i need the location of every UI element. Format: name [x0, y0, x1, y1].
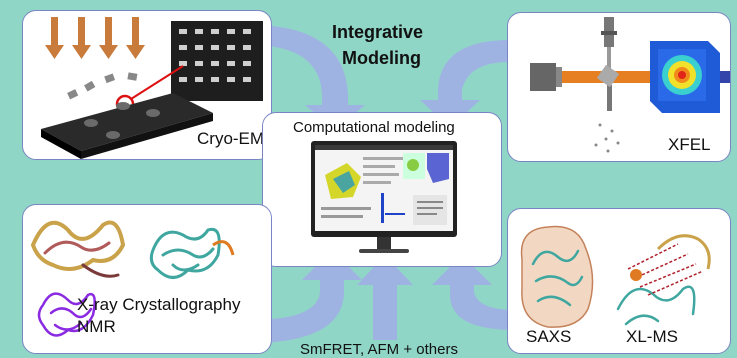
- nmr-label: NMR: [77, 317, 116, 336]
- title-line-2: Modeling: [342, 48, 421, 68]
- xray-crystallography-label: X-ray Crystallography: [77, 295, 241, 314]
- cryo-em-panel: Cryo-EM: [22, 10, 272, 160]
- arrow-bottom-to-center: [357, 255, 413, 340]
- xl-ms-label: XL-MS: [626, 327, 678, 346]
- computational-modeling-label: Computational modeling: [293, 119, 455, 136]
- arrow-cryoem-to-center: [250, 25, 365, 130]
- cryo-em-illustration: [41, 17, 263, 159]
- computer-monitor-illustration: [311, 141, 457, 253]
- title-line-1: Integrative: [332, 22, 424, 42]
- arrow-saxs-to-center: [432, 255, 515, 330]
- protein-structures-illustration: [31, 220, 235, 337]
- saxs-xlms-panel: SAXS XL-MS: [507, 208, 731, 354]
- arrow-xfel-to-center: [420, 40, 510, 128]
- xfel-panel: XFEL: [507, 12, 731, 162]
- cryo-em-label: Cryo-EM: [197, 129, 265, 148]
- xfel-label: XFEL: [668, 135, 711, 154]
- xfel-illustration: [530, 17, 730, 153]
- bottom-methods-label: SmFRET, AFM + others: [300, 341, 458, 358]
- xray-nmr-panel: X-ray Crystallography NMR: [22, 204, 272, 354]
- saxs-label: SAXS: [526, 327, 572, 346]
- computational-modeling-panel: Computational modeling: [262, 112, 502, 267]
- arrow-xray-to-center: [250, 250, 362, 343]
- saxs-xlms-illustration: [520, 225, 711, 328]
